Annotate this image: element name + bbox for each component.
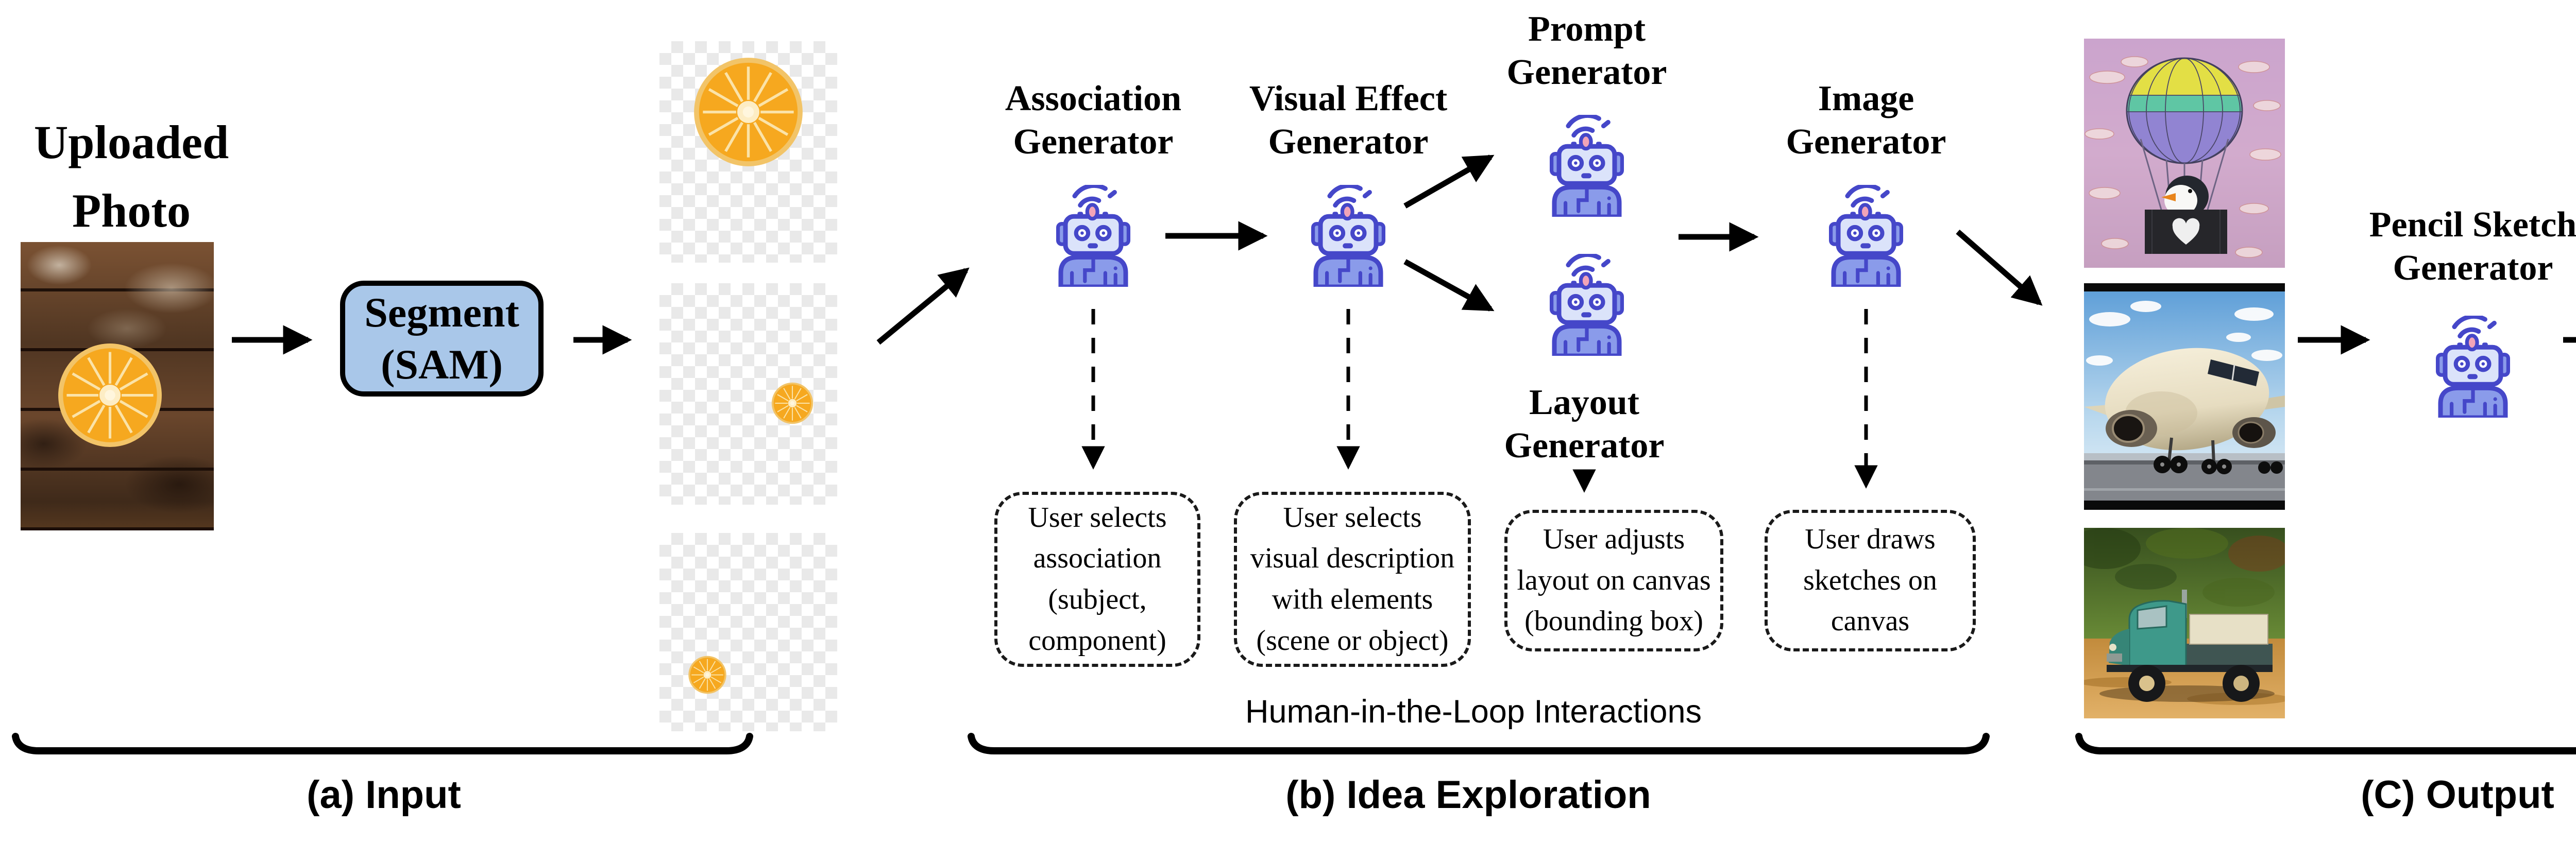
prompt-generator-robot-icon bbox=[1540, 114, 1633, 217]
output-image-balloon bbox=[2084, 39, 2285, 268]
orange-slice-icon bbox=[769, 382, 816, 424]
segment-sam-box: Segment (SAM) bbox=[340, 281, 544, 397]
arrow-image-generator-to-outputs bbox=[1956, 229, 2043, 306]
output-image-airplane bbox=[2084, 283, 2285, 510]
association-generator-label: Association Generator bbox=[1005, 79, 1182, 162]
arrow-visual-effect-to-layout bbox=[1403, 259, 1495, 312]
hitl-label: Human-in-the-Loop Interactions bbox=[1245, 694, 1702, 730]
uploaded-photo-label: Uploaded Photo bbox=[33, 116, 229, 237]
interaction-box-association: User selects association (subject, compo… bbox=[994, 492, 1200, 667]
segmented-image-2 bbox=[659, 283, 837, 505]
uploaded-photo-image bbox=[21, 242, 214, 530]
input-section-bracket bbox=[12, 733, 753, 754]
association-generator-robot-icon bbox=[1047, 184, 1140, 287]
visual-effect-generator-robot-icon bbox=[1302, 184, 1395, 287]
layout-generator-robot-icon bbox=[1540, 253, 1633, 356]
visual-effect-generator-label: Visual Effect Generator bbox=[1249, 79, 1448, 162]
layout-generator-label: Layout Generator bbox=[1504, 383, 1665, 466]
caption-output: (C) Output bbox=[2361, 773, 2554, 817]
pencil-sketch-generator-robot-icon bbox=[2427, 315, 2519, 418]
segment-sam-label: Segment (SAM) bbox=[364, 289, 519, 388]
prompt-generator-label: Prompt Generator bbox=[1506, 9, 1667, 92]
pencil-sketch-generator-label: Pencil Sketch Generator bbox=[2369, 205, 2576, 288]
orange-slice-icon bbox=[686, 656, 728, 694]
caption-input: (a) Input bbox=[307, 773, 461, 817]
image-generator-label: Image Generator bbox=[1786, 79, 1946, 162]
segmented-image-1 bbox=[659, 41, 837, 263]
arrow-masks-to-association bbox=[876, 267, 970, 345]
orange-slice-icon bbox=[55, 342, 165, 448]
interaction-box-visual-description: User selects visual description with ele… bbox=[1234, 492, 1471, 667]
interaction-box-layout: User adjusts layout on canvas (bounding … bbox=[1504, 510, 1723, 651]
segmented-image-3 bbox=[659, 533, 837, 731]
caption-idea-exploration: (b) Idea Exploration bbox=[1285, 773, 1651, 817]
output-image-truck bbox=[2084, 528, 2285, 718]
arrow-visual-effect-to-prompt bbox=[1403, 154, 1495, 209]
orange-slice-icon bbox=[672, 57, 824, 167]
idea-section-bracket bbox=[968, 733, 1990, 754]
image-generator-robot-icon bbox=[1820, 184, 1912, 287]
interaction-box-sketch: User draws sketches on canvas bbox=[1765, 510, 1976, 651]
output-section-bracket bbox=[2075, 733, 2576, 754]
